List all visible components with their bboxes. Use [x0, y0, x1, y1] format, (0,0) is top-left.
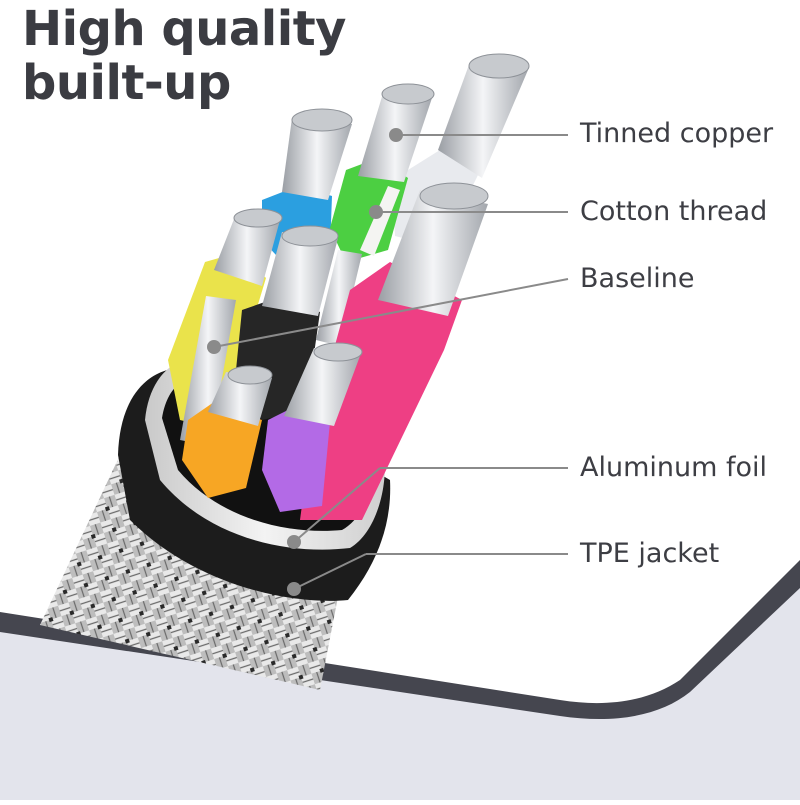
pink-wire — [300, 182, 489, 520]
leader-tpe-jacket — [287, 553, 568, 596]
baseline-strands — [180, 250, 362, 446]
leader-lines — [207, 128, 569, 596]
label-cotton-thread: Cotton thread — [580, 196, 768, 227]
orange-wire — [182, 365, 273, 498]
purple-wire — [262, 342, 363, 512]
label-tpe-jacket: TPE jacket — [580, 538, 720, 569]
label-baseline: Baseline — [580, 263, 695, 294]
title-line-1: High quality — [22, 1, 346, 57]
cotton-thread-strand — [360, 186, 400, 256]
green-wire — [330, 83, 435, 262]
title-line-2: built-up — [22, 55, 231, 111]
leader-cotton-thread — [369, 205, 568, 219]
wire-bundle — [168, 53, 530, 520]
leader-baseline — [207, 278, 569, 354]
label-aluminum-foil: Aluminum foil — [580, 452, 768, 483]
page-title: High quality built-up — [22, 2, 346, 110]
leader-aluminum-foil — [287, 467, 568, 549]
braided-sleeve — [40, 455, 348, 690]
background-panel — [0, 560, 800, 800]
label-tinned-copper: Tinned copper — [580, 118, 774, 149]
leader-tinned-copper — [389, 128, 568, 142]
